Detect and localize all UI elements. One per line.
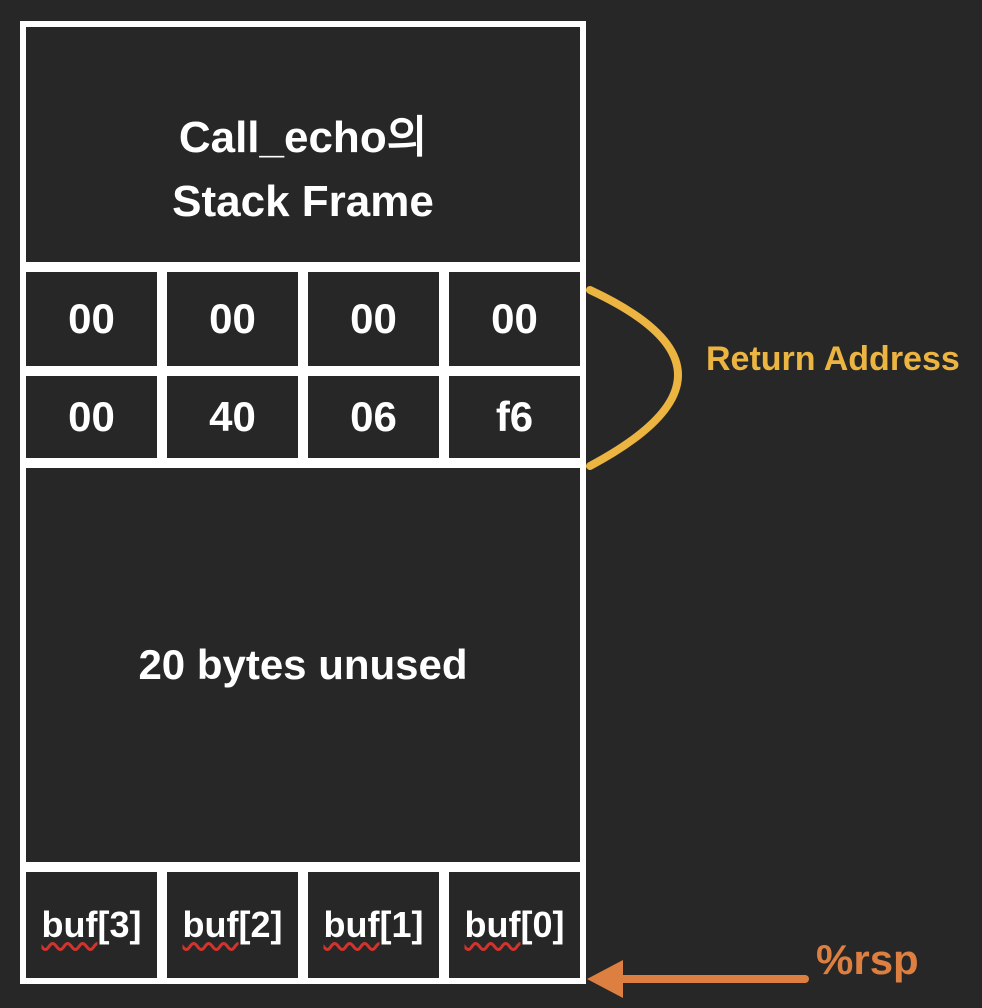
- rsp-arrow-icon: [587, 960, 809, 998]
- buf-cell-index: [3]: [97, 904, 142, 945]
- buf-cell-index: [1]: [379, 904, 424, 945]
- hex-byte-cell: 00: [308, 272, 439, 366]
- buf-cell: buf[0]: [449, 872, 580, 978]
- return-address-byte-row-high: 00 00 00 00: [26, 272, 580, 366]
- return-address-label: Return Address: [706, 340, 960, 378]
- hex-byte-cell: 40: [167, 376, 298, 458]
- stack-frame-box: Call_echo의 Stack Frame 00 00 00 00 00 40…: [20, 21, 586, 984]
- rsp-label: %rsp: [816, 936, 919, 983]
- buf-cell-word: buf: [41, 904, 98, 945]
- buf-cell: buf[3]: [26, 872, 157, 978]
- stack-frame-title-line1: Call_echo의: [178, 112, 428, 162]
- buf-cell: buf[2]: [167, 872, 298, 978]
- hex-byte-cell: 00: [167, 272, 298, 366]
- hex-byte-cell: 00: [26, 376, 157, 458]
- unused-bytes-section: 20 bytes unused: [26, 468, 580, 862]
- hex-byte-cell: 06: [308, 376, 439, 458]
- buf-cell-word: buf: [323, 904, 380, 945]
- return-address-brace-icon: [586, 286, 682, 470]
- buffer-row: buf[3] buf[2] buf[1] buf[0]: [26, 872, 580, 978]
- buf-cell-index: [2]: [238, 904, 283, 945]
- stack-frame-title-line2: Stack Frame: [172, 176, 434, 226]
- unused-bytes-label: 20 bytes unused: [138, 641, 468, 688]
- buf-cell: buf[1]: [308, 872, 439, 978]
- buf-cell-word: buf: [464, 904, 521, 945]
- buf-cell-index: [0]: [520, 904, 565, 945]
- return-address-byte-row-low: 00 40 06 f6: [26, 376, 580, 458]
- buf-cell-word: buf: [182, 904, 239, 945]
- stack-frame-title-section: Call_echo의 Stack Frame: [26, 27, 580, 262]
- hex-byte-cell: f6: [449, 376, 580, 458]
- hex-byte-cell: 00: [26, 272, 157, 366]
- hex-byte-cell: 00: [449, 272, 580, 366]
